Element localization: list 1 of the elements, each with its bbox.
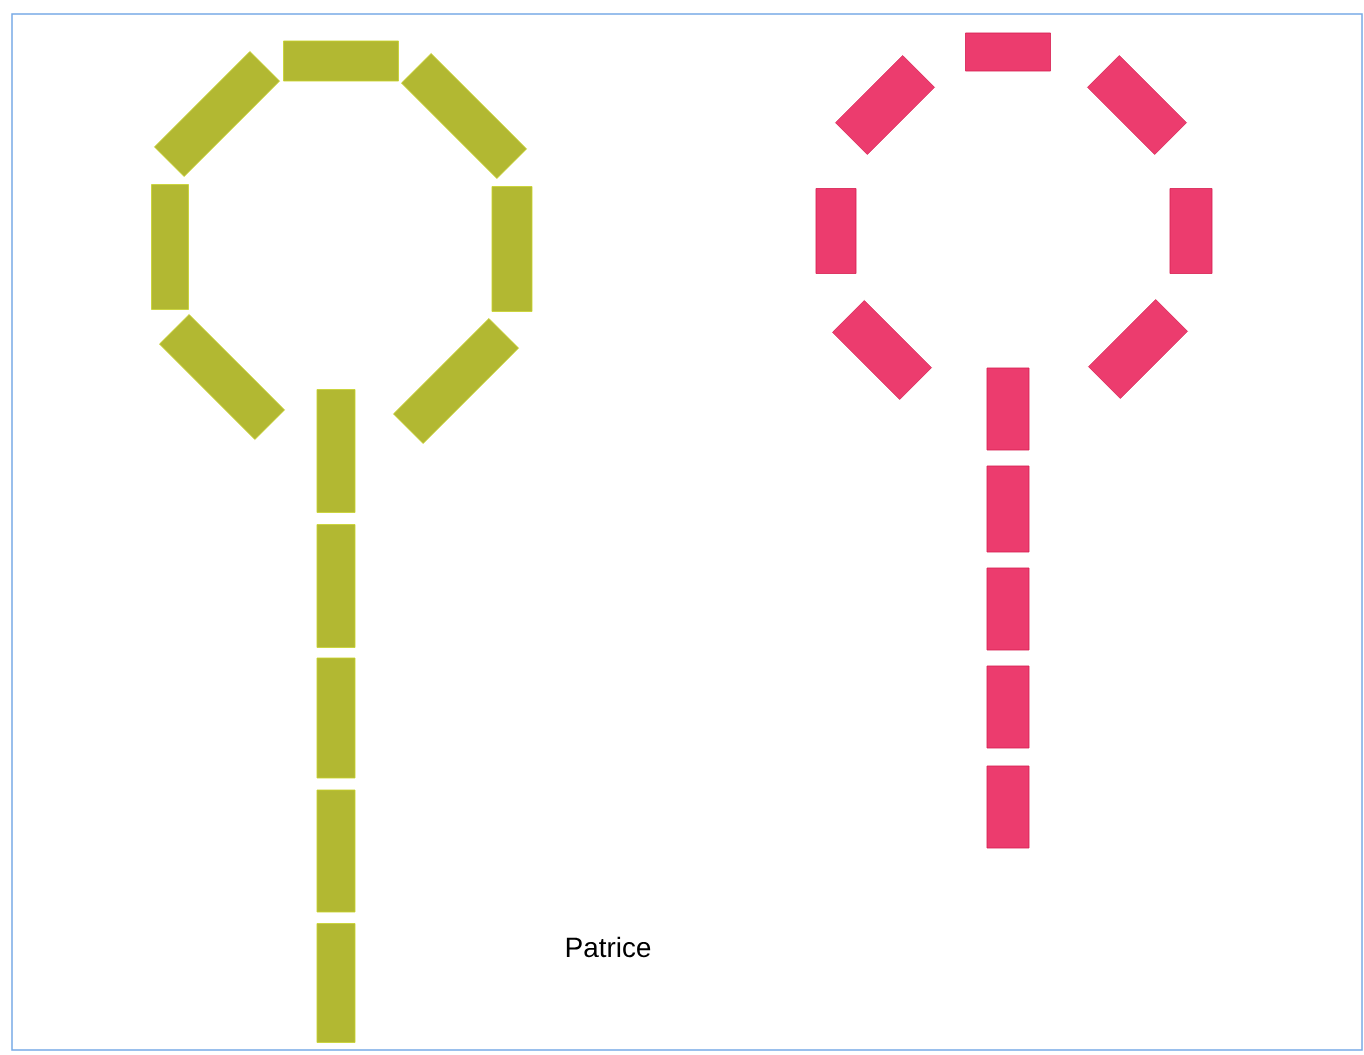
label: Patrice [566, 936, 651, 958]
